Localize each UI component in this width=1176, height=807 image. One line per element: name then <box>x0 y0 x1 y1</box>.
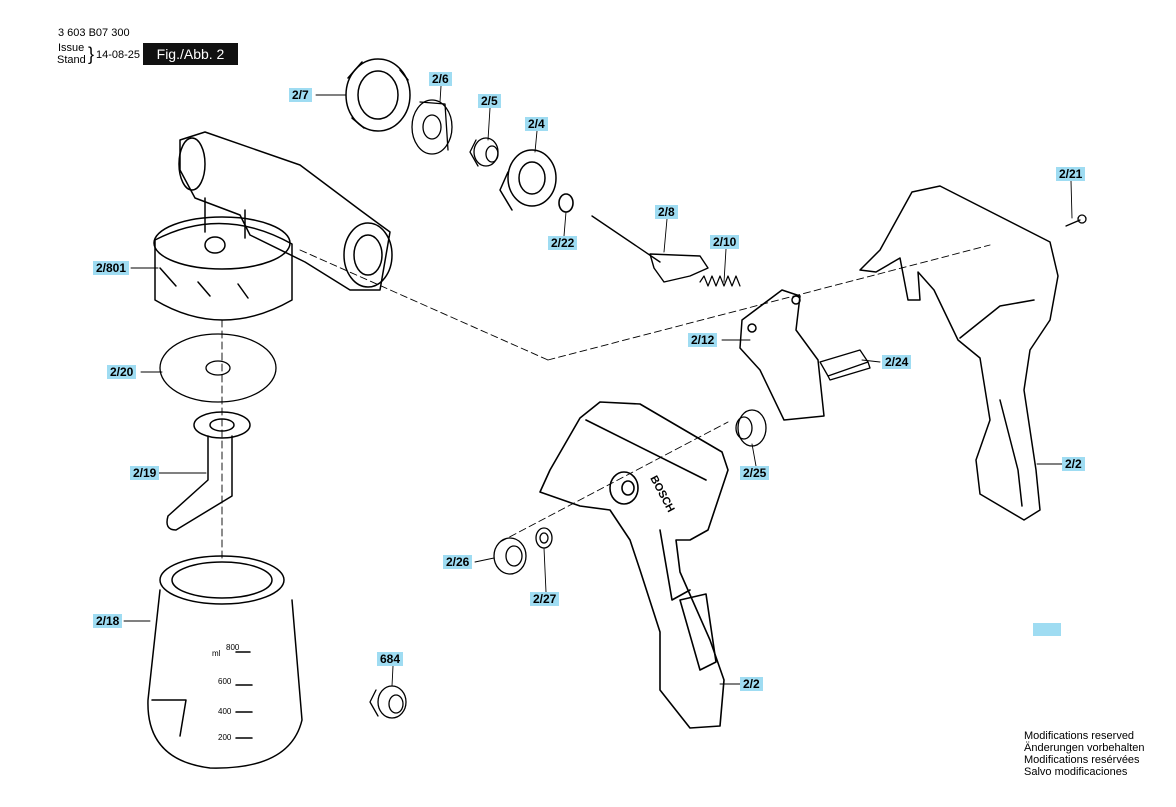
part-label-2-22: 2/22 <box>548 236 578 250</box>
note-line: Modifications reserved <box>1024 730 1135 742</box>
nozzle-insert <box>469 137 499 167</box>
trigger-pad <box>819 349 871 381</box>
adjuster-knob <box>493 537 527 575</box>
spray-head <box>153 131 393 321</box>
adjuster-nut <box>735 409 767 447</box>
jar-graduation-ml: ml <box>212 649 221 658</box>
part-label-2-2-right: 2/2 <box>1062 457 1085 471</box>
part-label-2-26: 2/26 <box>443 555 473 569</box>
empty-label-swatch <box>1033 623 1061 636</box>
modification-notes: Modifications reserved Änderungen vorbeh… <box>1024 730 1144 778</box>
trigger <box>739 289 825 421</box>
part-label-2-20: 2/20 <box>107 365 137 379</box>
housing-half-right <box>859 185 1059 521</box>
part-label-2-25: 2/25 <box>740 466 770 480</box>
part-label-684: 684 <box>377 652 404 666</box>
nozzle-cap <box>499 149 557 211</box>
part-label-2-4: 2/4 <box>525 117 548 131</box>
valve-684 <box>369 685 407 719</box>
valve-disc <box>411 99 453 155</box>
part-label-2-19: 2/19 <box>130 466 160 480</box>
jar-graduation-200: 200 <box>218 733 232 742</box>
brand-text: BOSCH <box>647 474 676 515</box>
washer <box>535 527 553 549</box>
jar-graduation-600: 600 <box>218 677 232 686</box>
part-label-2-8: 2/8 <box>655 205 678 219</box>
part-label-2-7: 2/7 <box>289 88 312 102</box>
screw <box>1065 214 1087 227</box>
part-label-2-801: 2/801 <box>93 261 130 275</box>
jar-graduation-400: 400 <box>218 707 232 716</box>
suction-tube <box>166 411 251 531</box>
part-label-2-10: 2/10 <box>710 235 740 249</box>
jar-graduation-800: 800 <box>226 643 240 652</box>
part-label-2-6: 2/6 <box>429 72 452 86</box>
note-line: Salvo modificaciones <box>1024 766 1128 778</box>
header-brace: } <box>88 44 95 64</box>
gasket <box>159 333 277 403</box>
part-label-2-5: 2/5 <box>478 94 501 108</box>
issue-label: Issue <box>58 42 85 54</box>
note-line: Modifications resérvées <box>1024 754 1140 766</box>
part-label-2-12: 2/12 <box>688 333 718 347</box>
part-label-2-18: 2/18 <box>93 614 123 628</box>
note-line: Änderungen vorbehalten <box>1024 742 1145 754</box>
issue-date: 14-08-25 <box>96 49 141 61</box>
union-nut <box>345 58 411 132</box>
stand-label: Stand <box>57 54 86 66</box>
needle <box>591 215 709 283</box>
part-label-2-21: 2/21 <box>1056 167 1086 181</box>
paint-container <box>147 555 303 769</box>
o-ring <box>558 193 574 213</box>
spring <box>699 275 741 287</box>
part-label-2-2-left: 2/2 <box>740 677 763 691</box>
figure-label: Fig./Abb. 2 <box>143 43 238 65</box>
leader-lines <box>123 85 1073 687</box>
handle-left <box>539 401 729 729</box>
assembly-axis-lines <box>221 244 991 561</box>
part-number: 3 603 B07 300 <box>58 27 130 39</box>
part-label-2-27: 2/27 <box>530 592 560 606</box>
part-label-2-24: 2/24 <box>882 355 912 369</box>
